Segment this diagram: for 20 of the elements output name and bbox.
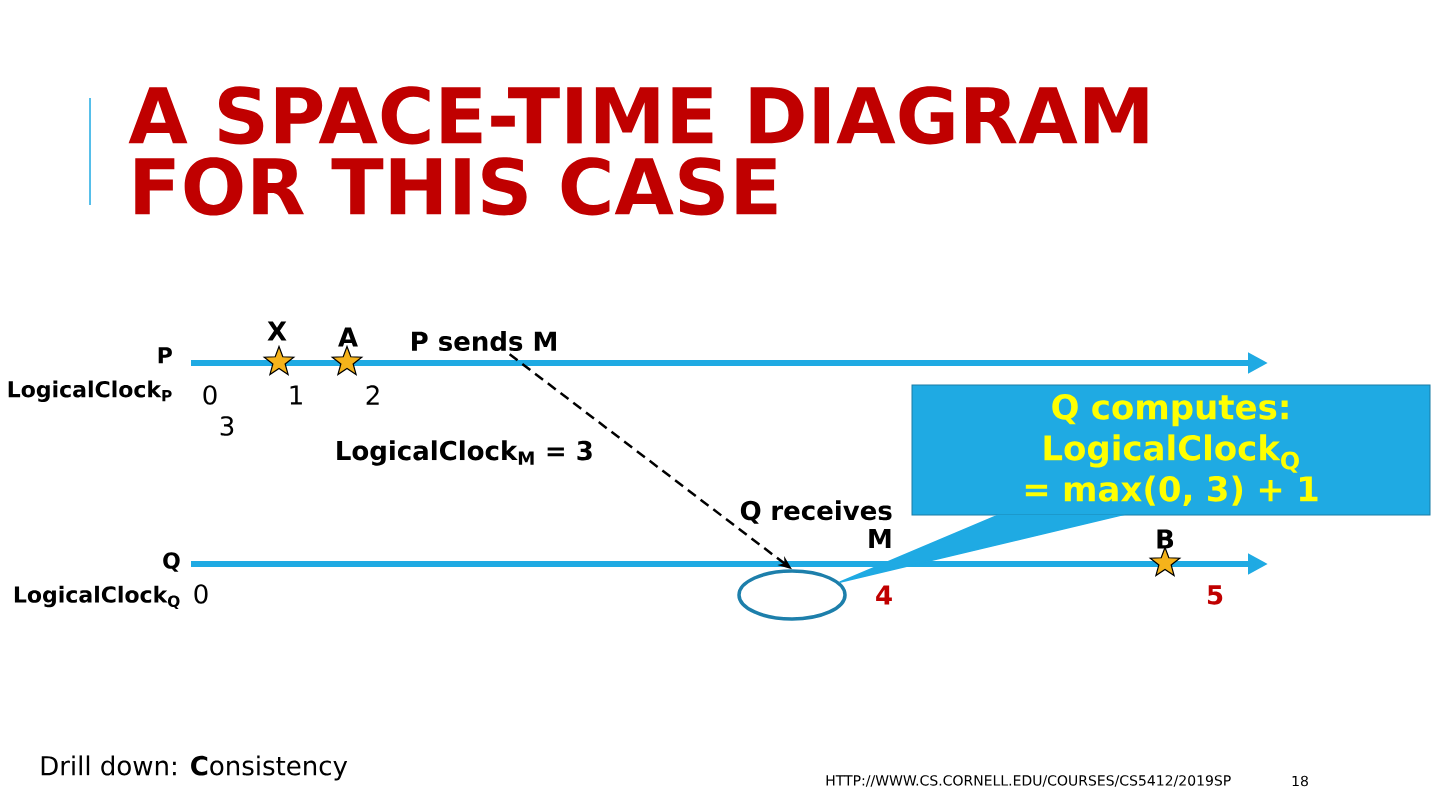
event-label: Q receives M xyxy=(740,500,892,548)
source-url: HTTP://WWW.CS.CORNELL.EDU/COURSES/CS5412/2019SP xyxy=(826,775,1231,787)
clock-value: 3 xyxy=(220,416,234,436)
clock-value: 5 xyxy=(1207,585,1223,605)
clock-value: 4 xyxy=(876,585,892,605)
callout-tail xyxy=(838,514,1126,583)
highlight-ellipse xyxy=(737,569,847,621)
clock-value: 0 xyxy=(194,584,208,604)
event-label: P sends M xyxy=(412,330,556,352)
process-label: Q LogicalClock$_{Q}$ xyxy=(14,552,180,610)
event-label: X xyxy=(267,321,287,341)
event-label: A xyxy=(338,327,358,347)
process-label: P LogicalClock$_{P}$ xyxy=(8,347,172,402)
page-number: 18 xyxy=(1292,775,1308,787)
clock-value: 1 xyxy=(290,385,302,405)
clock-value: 2 xyxy=(366,385,379,405)
clock-value: 0 xyxy=(203,385,217,405)
footer-note: Drill down: Consistency xyxy=(41,755,348,781)
slide-title: A SPACE-TIME DIAGRAM FOR THIS CASE xyxy=(128,86,1148,216)
edge-label: LogicalClock$_{M}$ = 3 xyxy=(337,440,592,466)
